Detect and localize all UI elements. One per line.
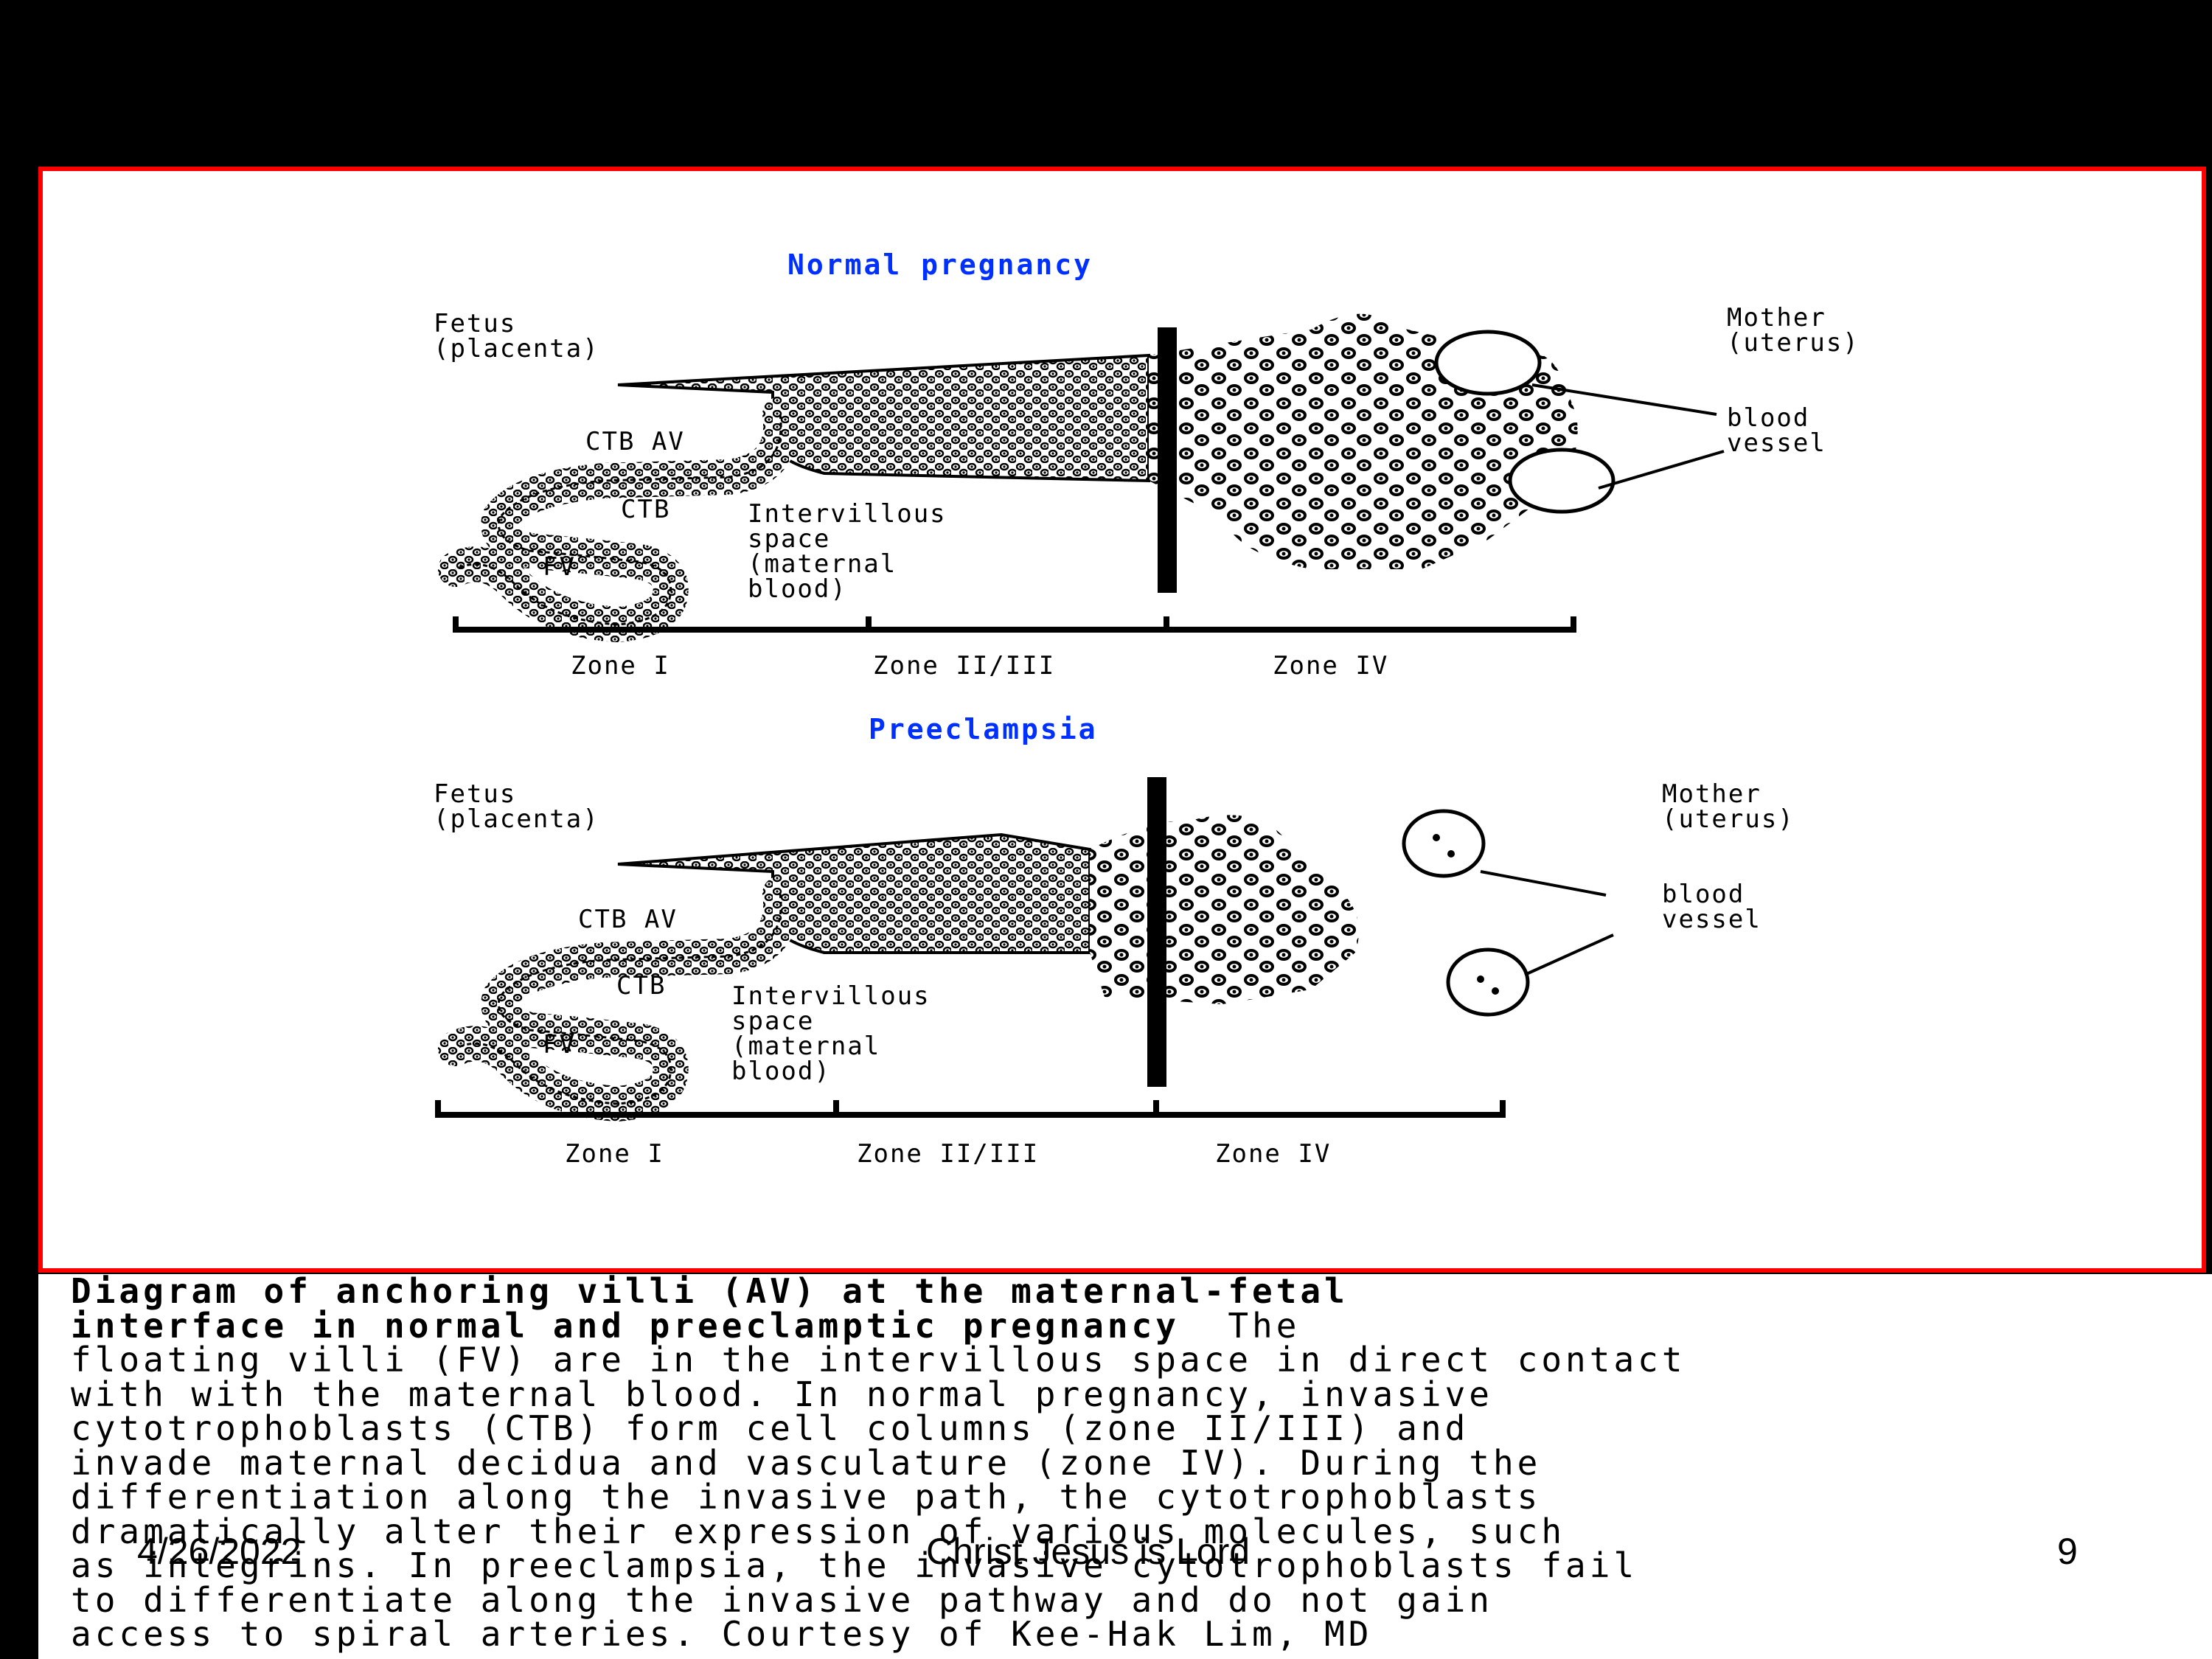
- caption-line-11: access to spiral arteries. Courtesy of K…: [71, 1614, 1373, 1654]
- normal-mother-label: Mother: [1727, 303, 1826, 333]
- preeclampsia-title: Preeclampsia: [869, 713, 1098, 745]
- normal-blood-paren-label: blood): [748, 574, 847, 604]
- normal-zone-2-3-label: Zone II/III: [873, 651, 1055, 681]
- pre-vessel-upper-dot-2: [1447, 850, 1455, 858]
- pre-vessel-lower: [1446, 947, 1530, 1017]
- caption-line-4: with with the maternal blood. In normal …: [71, 1374, 1493, 1414]
- pre-blood-label: blood: [1662, 880, 1745, 909]
- footer-date: 4/26/2022: [137, 1531, 302, 1572]
- pre-cell-column: [1090, 815, 1359, 1004]
- pre-ctb-av-label: CTB AV: [578, 905, 678, 934]
- pre-vessel-lower-dot: [1477, 975, 1484, 983]
- normal-vessel-pointer-1: [1531, 383, 1717, 416]
- pre-zone-4-label: Zone IV: [1215, 1139, 1331, 1169]
- normal-uterus-label: (uterus): [1727, 328, 1860, 358]
- pre-vessel-label: vessel: [1662, 905, 1761, 934]
- caption-line-8: dramatically alter their expression of v…: [71, 1511, 1566, 1551]
- normal-villus-outline: [455, 414, 782, 626]
- pre-vessel-pointer-2: [1524, 933, 1614, 976]
- pre-mother-label: Mother: [1662, 779, 1761, 809]
- caption-line-7: differentiation along the invasive path,…: [71, 1477, 1542, 1517]
- preeclampsia-panel: Preeclampsia Fetus (placenta) Mother (ut…: [434, 713, 1795, 1169]
- caption-line-2-bold: interface in normal and preeclamptic pre…: [71, 1305, 1180, 1346]
- footer-center-text: Christ Jesus is Lord: [926, 1531, 1251, 1572]
- pre-zone-1-label: Zone I: [565, 1139, 664, 1169]
- normal-vessel-label: vessel: [1727, 428, 1826, 458]
- normal-vessel-lower: [1508, 448, 1615, 514]
- normal-vessel-pointer-2: [1598, 450, 1725, 490]
- normal-space-label: space: [748, 524, 830, 554]
- normal-ctb-av-label: CTB AV: [585, 427, 685, 456]
- pre-vessel-lower-dot-2: [1492, 987, 1499, 995]
- normal-blood-label: blood: [1727, 403, 1809, 433]
- pre-fv-label: FV: [543, 1030, 576, 1060]
- pre-ctb-label: CTB: [616, 971, 666, 1001]
- normal-pregnancy-panel: Normal pregnancy Fetus (placenta) Mother…: [434, 248, 1860, 681]
- placenta-diagram: Normal pregnancy Fetus (placenta) Mother…: [434, 248, 1860, 1169]
- caption-line-2: interface in normal and preeclamptic pre…: [71, 1305, 2202, 1346]
- normal-maternal-label: (maternal: [748, 549, 897, 579]
- normal-placenta-label: (placenta): [434, 334, 599, 364]
- pre-zone-2-3-label: Zone II/III: [857, 1139, 1039, 1169]
- pre-vessel-pointer-1: [1480, 870, 1607, 897]
- normal-intervillous-label: Intervillous: [748, 499, 947, 529]
- normal-ctb-label: CTB: [621, 495, 670, 524]
- pre-uterus-label: (uterus): [1662, 804, 1795, 834]
- normal-fv-label: FV: [543, 552, 576, 582]
- caption-line-9: as integrins. In preeclampsia, the invas…: [71, 1545, 1638, 1585]
- pre-intervillous-label: Intervillous: [731, 981, 931, 1011]
- caption-line-1: Diagram of anchoring villi (AV) at the m…: [71, 1274, 1349, 1311]
- normal-zone-4-label: Zone IV: [1273, 651, 1388, 681]
- normal-pregnancy-title: Normal pregnancy: [787, 248, 1093, 281]
- caption-line-5: cytotrophoblasts (CTB) form cell columns…: [71, 1408, 1470, 1448]
- footer-page-number: 9: [2057, 1531, 2078, 1572]
- pre-placenta-band: [617, 832, 1091, 954]
- caption-line-10: to differentiate along the invasive path…: [71, 1579, 1493, 1620]
- caption-line-3: floating villi (FV) are in the intervill…: [71, 1340, 1686, 1380]
- pre-placenta-label: (placenta): [434, 804, 599, 834]
- caption-line-6: invade maternal decidua and vasculature …: [71, 1442, 1542, 1483]
- normal-fetus-label: Fetus: [434, 309, 516, 338]
- figure-caption: Diagram of anchoring villi (AV) at the m…: [71, 1274, 2202, 1659]
- pre-villus-outline: [455, 893, 782, 1105]
- pre-vessel-upper: [1402, 809, 1486, 878]
- pre-blood-paren-label: blood): [731, 1057, 831, 1086]
- pre-space-label: space: [731, 1006, 814, 1036]
- pre-fetus-label: Fetus: [434, 779, 516, 809]
- pre-boundary-bar: [1147, 777, 1166, 1087]
- pre-maternal-label: (maternal: [731, 1032, 880, 1061]
- normal-zone-1-label: Zone I: [571, 651, 670, 681]
- normal-boundary-bar: [1158, 327, 1177, 593]
- pre-vessel-upper-dot: [1433, 834, 1440, 841]
- caption-line-2-tail: The: [1228, 1305, 1301, 1346]
- normal-vessel-upper: [1434, 330, 1542, 396]
- figure-frame: Normal pregnancy Fetus (placenta) Mother…: [38, 167, 2206, 1273]
